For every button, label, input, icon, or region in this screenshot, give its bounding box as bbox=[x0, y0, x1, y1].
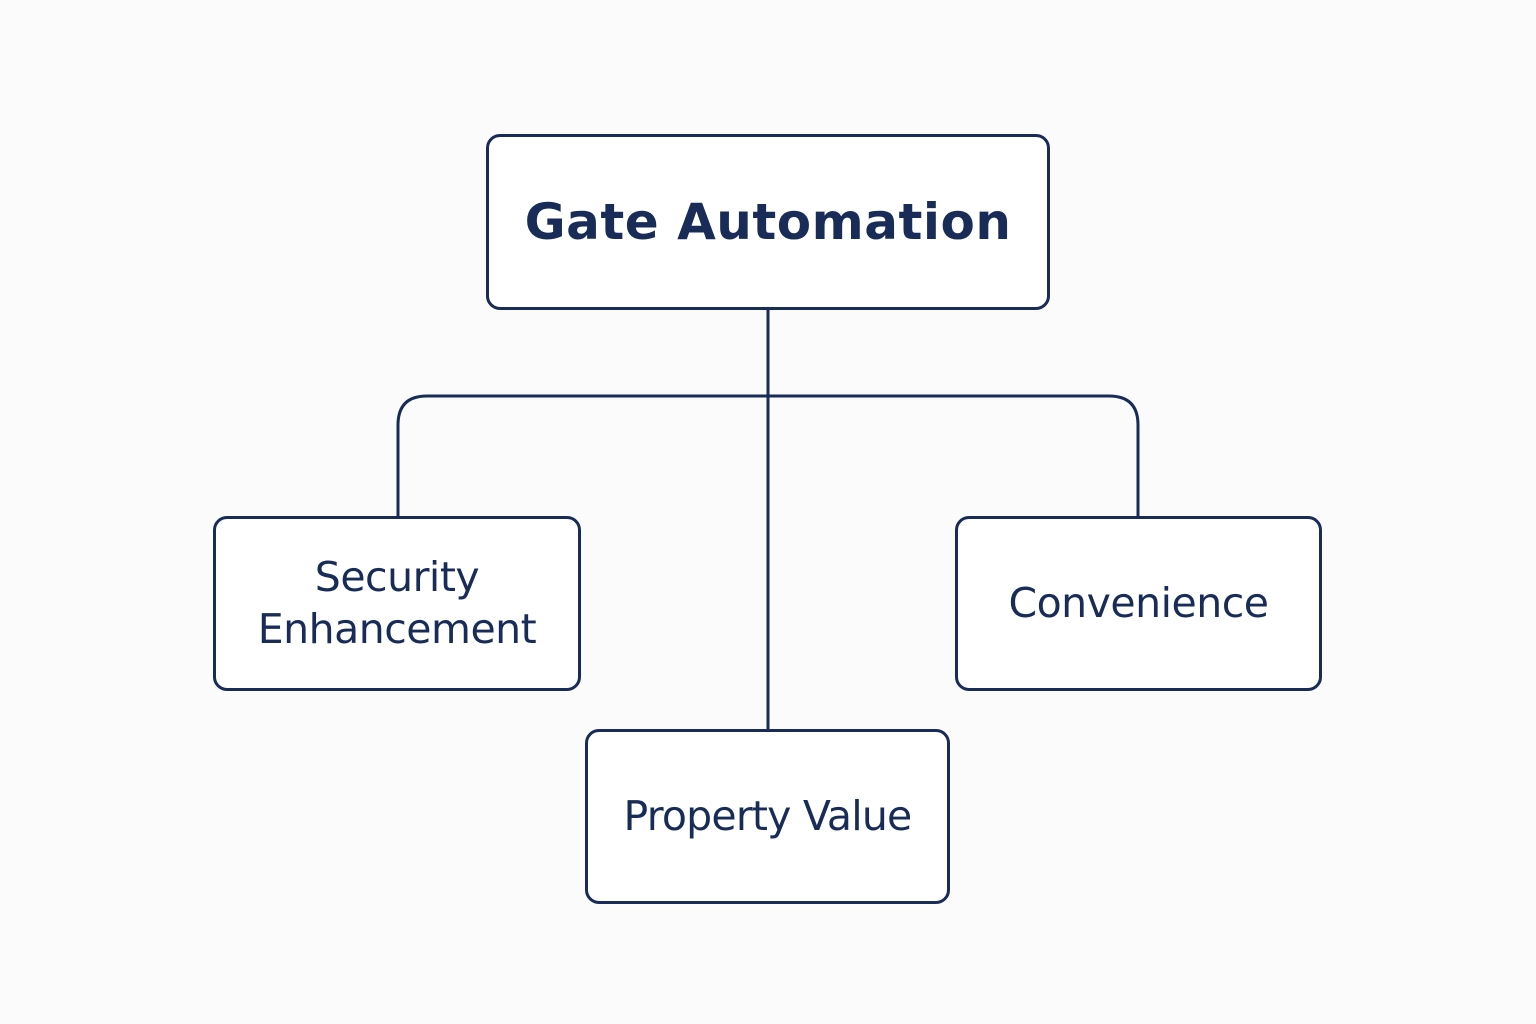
node-security-enhancement: Security Enhancement bbox=[213, 516, 581, 691]
node-convenience: Convenience bbox=[955, 516, 1322, 691]
node-property-value: Property Value bbox=[585, 729, 950, 904]
node-label: Gate Automation bbox=[524, 193, 1012, 251]
node-label: Property Value bbox=[623, 791, 913, 840]
node-gate-automation: Gate Automation bbox=[486, 134, 1050, 310]
node-label: Security Enhancement bbox=[257, 553, 537, 653]
node-label: Convenience bbox=[1008, 578, 1269, 627]
